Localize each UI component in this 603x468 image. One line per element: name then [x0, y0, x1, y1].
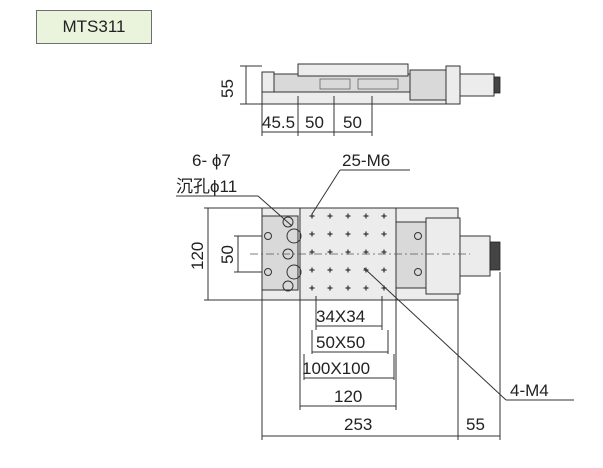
dim-width-55: 55 [466, 415, 485, 434]
label-counterbore-spec: 沉孔ϕ11 [176, 177, 237, 196]
thread-hole [345, 231, 351, 237]
top-knob [489, 241, 501, 271]
thread-hole [345, 285, 351, 291]
thread-hole [327, 285, 333, 291]
side-view: 55 45.5 50 50 [218, 63, 501, 136]
dim-width-253: 253 [344, 415, 372, 434]
side-motor [459, 73, 495, 97]
top-motor [459, 235, 491, 277]
top-motor-housing [425, 217, 461, 295]
thread-hole [309, 267, 315, 273]
top-end-block [261, 215, 299, 291]
dim-side-w2: 50 [305, 113, 324, 132]
dim-pitch-34: 34X34 [316, 307, 365, 326]
thread-hole [345, 267, 351, 273]
thread-hole [309, 231, 315, 237]
thread-hole [363, 285, 369, 291]
model-badge: MTS311 [36, 10, 152, 44]
dim-side-height: 55 [218, 79, 237, 98]
dim-width-120: 120 [334, 387, 362, 406]
thread-hole [363, 231, 369, 237]
dim-side-w1: 45.5 [262, 113, 295, 132]
label-mount-holes: 4-M4 [510, 381, 549, 400]
thread-hole [363, 213, 369, 219]
thread-hole [327, 213, 333, 219]
thread-hole [381, 231, 387, 237]
top-view: 120 50 6- ϕ7 沉孔ϕ11 25-M6 34X34 50X50 100… [176, 151, 574, 440]
thread-hole [327, 231, 333, 237]
dim-height-120: 120 [188, 242, 207, 270]
thread-hole [345, 213, 351, 219]
dim-pitch-50: 50X50 [316, 333, 365, 352]
thread-hole [381, 213, 387, 219]
thread-hole [309, 213, 315, 219]
dim-side-w3: 50 [343, 113, 362, 132]
side-motor-housing [409, 69, 449, 101]
label-thread-grid: 25-M6 [342, 151, 390, 170]
thread-hole [309, 285, 315, 291]
thread-hole [381, 267, 387, 273]
thread-hole [309, 249, 315, 255]
side-top-plate [297, 63, 409, 77]
label-hole-spec: 6- ϕ7 [192, 151, 231, 170]
side-knob [493, 76, 501, 94]
dim-height-50: 50 [218, 245, 237, 264]
thread-hole [327, 267, 333, 273]
dim-pitch-100: 100X100 [302, 359, 370, 378]
